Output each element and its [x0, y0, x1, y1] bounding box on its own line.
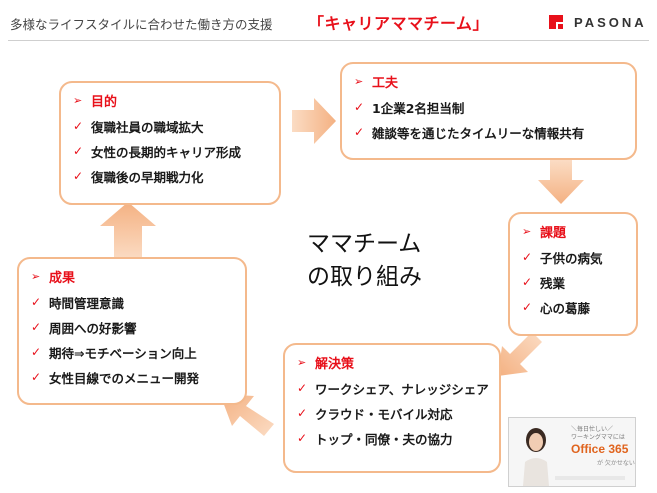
center-label: ママチーム の取り組み — [307, 228, 422, 294]
promo-line-2: ワーキングママには — [571, 434, 625, 441]
ideas-title: ➢工夫 — [354, 74, 399, 91]
arrow-bullet-icon: ➢ — [354, 74, 364, 88]
center-label-line: の取り組み — [307, 264, 422, 290]
checkmark-icon: ✓ — [297, 431, 308, 445]
list-item: ✓トップ・同僚・夫の協力 — [297, 431, 453, 447]
checkmark-icon: ✓ — [522, 300, 533, 314]
checkmark-icon: ✓ — [31, 320, 42, 334]
checkmark-icon: ✓ — [73, 144, 84, 158]
list-item: ✓心の葛藤 — [522, 300, 591, 316]
results-box: ➢成果 ✓時間管理意識 ✓周囲への好影響 ✓期待⇒モチベーション向上 ✓女性目線… — [17, 257, 247, 405]
ideas-box: ➢工夫 ✓1企業2名担当制 ✓雑談等を通じたタイムリーな情報共有 — [340, 62, 637, 160]
list-item: ✓残業 — [522, 275, 566, 291]
list-item: ✓期待⇒モチベーション向上 — [31, 345, 197, 361]
checkmark-icon: ✓ — [354, 100, 365, 114]
arrow-down-left-icon — [498, 332, 542, 376]
list-item: ✓時間管理意識 — [31, 295, 125, 311]
list-item: ✓女性目線でのメニュー開発 — [31, 370, 200, 386]
arrow-up-icon — [100, 202, 156, 260]
arrow-bullet-icon: ➢ — [31, 269, 41, 283]
solution-title: ➢解決策 — [297, 355, 355, 372]
results-title: ➢成果 — [31, 269, 76, 286]
list-item: ✓1企業2名担当制 — [354, 100, 465, 116]
list-item: ✓復職社員の職域拡大 — [73, 119, 204, 135]
header: 多様なライフスタイルに合わせた働き方の支援 「キャリアママチーム」 PASONA — [0, 0, 657, 42]
issues-box: ➢課題 ✓子供の病気 ✓残業 ✓心の葛藤 — [508, 212, 638, 336]
header-divider — [8, 40, 649, 41]
issues-title: ➢課題 — [522, 224, 567, 241]
checkmark-icon: ✓ — [297, 381, 308, 395]
arrow-right-icon — [292, 98, 336, 144]
arrow-bullet-icon: ➢ — [73, 93, 83, 107]
checkmark-icon: ✓ — [73, 119, 84, 133]
list-item: ✓周囲への好影響 — [31, 320, 137, 336]
logo-text: PASONA — [574, 14, 647, 30]
arrow-bullet-icon: ➢ — [297, 355, 307, 369]
list-item: ✓女性の長期的キャリア形成 — [73, 144, 242, 160]
checkmark-icon: ✓ — [31, 370, 42, 384]
list-item: ✓クラウド・モバイル対応 — [297, 406, 453, 422]
purpose-box: ➢目的 ✓復職社員の職域拡大 ✓女性の長期的キャリア形成 ✓復職後の早期戦力化 — [59, 81, 281, 205]
checkmark-icon: ✓ — [354, 125, 365, 139]
checkmark-icon: ✓ — [297, 406, 308, 420]
office365-promo-image: ＼毎日忙しい／ ワーキングママには Office 365 が 欠かせない — [508, 417, 636, 487]
purpose-title: ➢目的 — [73, 93, 118, 110]
center-label-line: ママチーム — [307, 231, 422, 257]
pasona-logo-icon — [549, 15, 563, 29]
checkmark-icon: ✓ — [522, 275, 533, 289]
pasona-logo: PASONA — [546, 12, 647, 32]
checkmark-icon: ✓ — [31, 345, 42, 359]
promo-line-3: が 欠かせない — [597, 460, 635, 467]
header-subtitle: 多様なライフスタイルに合わせた働き方の支援 — [10, 17, 273, 32]
checkmark-icon: ✓ — [522, 250, 533, 264]
arrow-down-icon — [538, 160, 584, 204]
solution-box: ➢解決策 ✓ワークシェア、ナレッジシェア ✓クラウド・モバイル対応 ✓トップ・同… — [283, 343, 501, 473]
list-item: ✓雑談等を通じたタイムリーな情報共有 — [354, 125, 585, 141]
woman-photo-icon — [523, 428, 549, 486]
checkmark-icon: ✓ — [31, 295, 42, 309]
list-item: ✓復職後の早期戦力化 — [73, 169, 204, 185]
list-item: ✓子供の病気 — [522, 250, 603, 266]
promo-product: Office 365 — [571, 442, 629, 456]
list-item: ✓ワークシェア、ナレッジシェア — [297, 381, 489, 397]
promo-footer-bar — [555, 476, 625, 480]
checkmark-icon: ✓ — [73, 169, 84, 183]
promo-line-1: ＼毎日忙しい／ — [571, 426, 614, 433]
arrow-bullet-icon: ➢ — [522, 224, 532, 238]
header-title: 「キャリアママチーム」 — [308, 14, 490, 33]
